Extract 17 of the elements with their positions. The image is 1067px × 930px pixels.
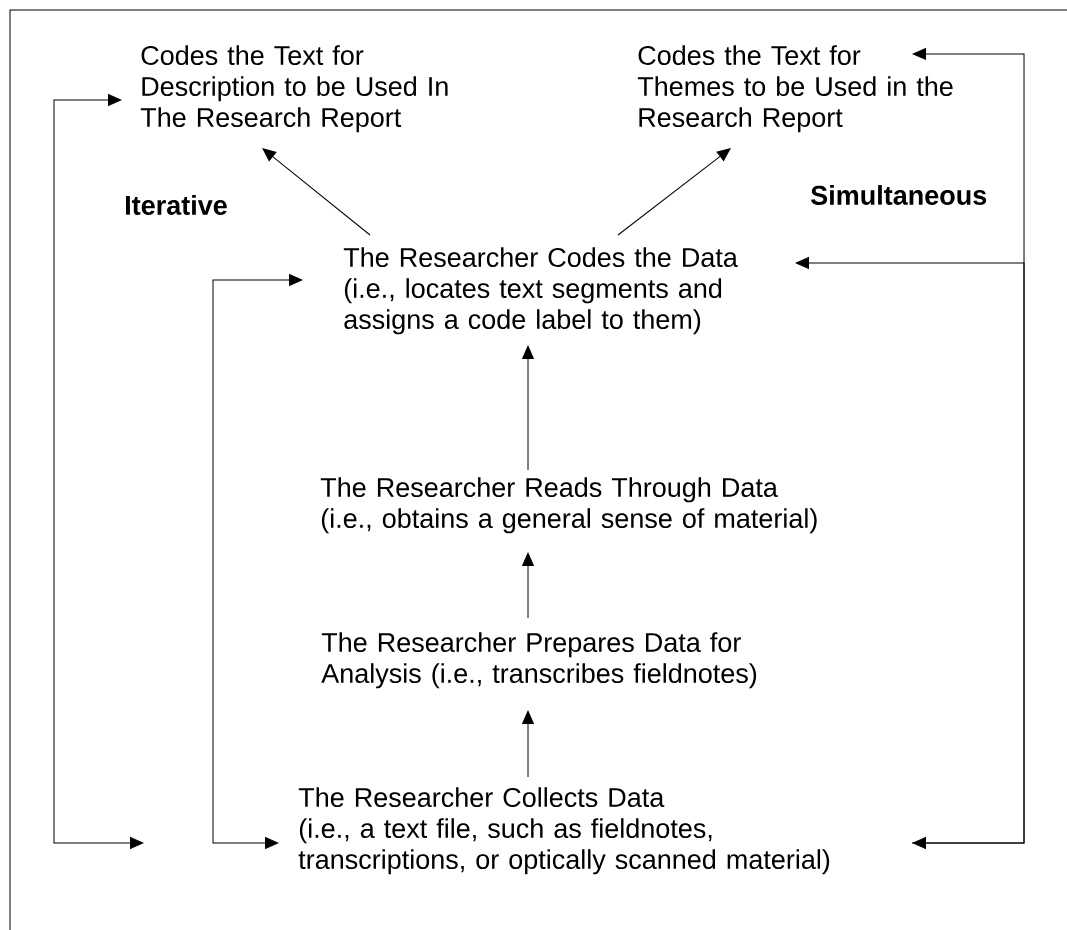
feedback-arrow xyxy=(212,274,303,849)
step-text: Codes the Text for Themes to be Used in the Research Report xyxy=(637,45,953,133)
arrow xyxy=(617,148,731,236)
feedback-arrow xyxy=(53,94,144,849)
arrow xyxy=(262,148,371,236)
step-text: The Researcher Codes the Data (i.e., locates text segments and assigns a code label to them) xyxy=(343,247,738,335)
bold-label: Iterative xyxy=(126,195,227,215)
step-text: The Researcher Prepares Data for Analysis (i.e., transcribes fieldnotes) xyxy=(321,632,757,689)
bold-label: Simultaneous xyxy=(811,185,987,205)
feedback-arrow xyxy=(795,257,1025,844)
arrow xyxy=(522,345,534,471)
arrow xyxy=(522,552,534,619)
step-text: The Researcher Reads Through Data (i.e., obtains a general sense of material) xyxy=(320,477,817,534)
feedback-arrow xyxy=(912,48,1025,849)
arrow xyxy=(522,710,534,778)
step-text: Codes the Text for Description to be Used In The Research Report xyxy=(140,45,448,133)
step-text: The Researcher Collects Data (i.e., a text file, such as fieldnotes, transcriptions, or optically scanned material) xyxy=(298,787,830,875)
